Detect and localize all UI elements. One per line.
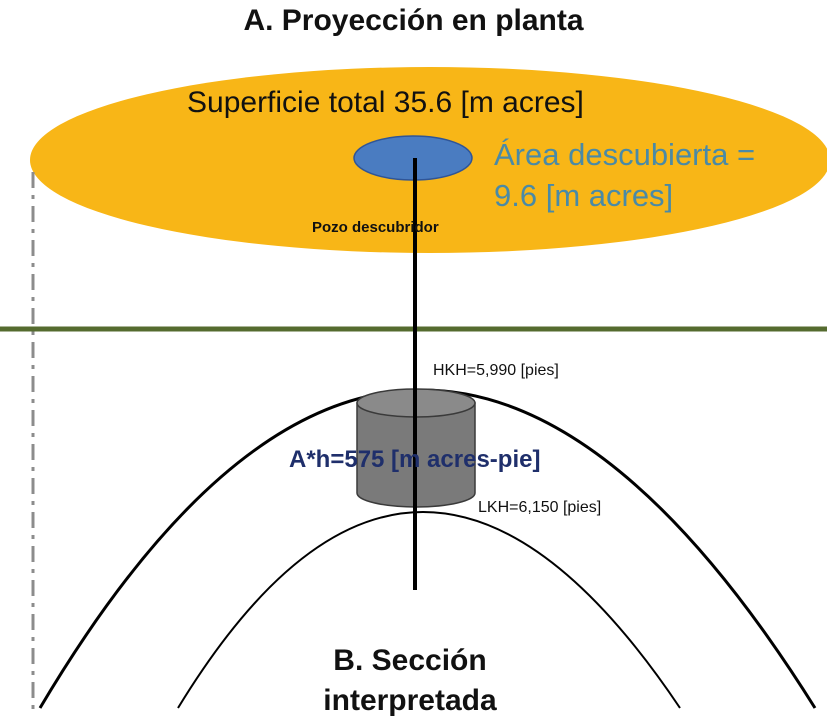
lkh-horizon-curve: [177, 511, 681, 709]
plan-view-title: A. Proyección en planta: [243, 4, 584, 37]
section-title-line2: interpretada: [323, 684, 497, 717]
volume-label: A*h=575 [m acres-pie]: [289, 446, 541, 473]
lkh-depth-label: LKH=6,150 [pies]: [478, 499, 602, 516]
total-surface-label: Superficie total 35.6 [m acres]: [187, 86, 584, 119]
discovered-area-label-line2: 9.6 [m acres]: [494, 178, 674, 213]
discovery-well-label: Pozo descubridor: [312, 219, 439, 236]
section-title-line1: B. Sección: [333, 644, 487, 677]
hkh-depth-label: HKH=5,990 [pies]: [433, 362, 559, 379]
discovered-area-label-line1: Área descubierta =: [494, 137, 756, 172]
